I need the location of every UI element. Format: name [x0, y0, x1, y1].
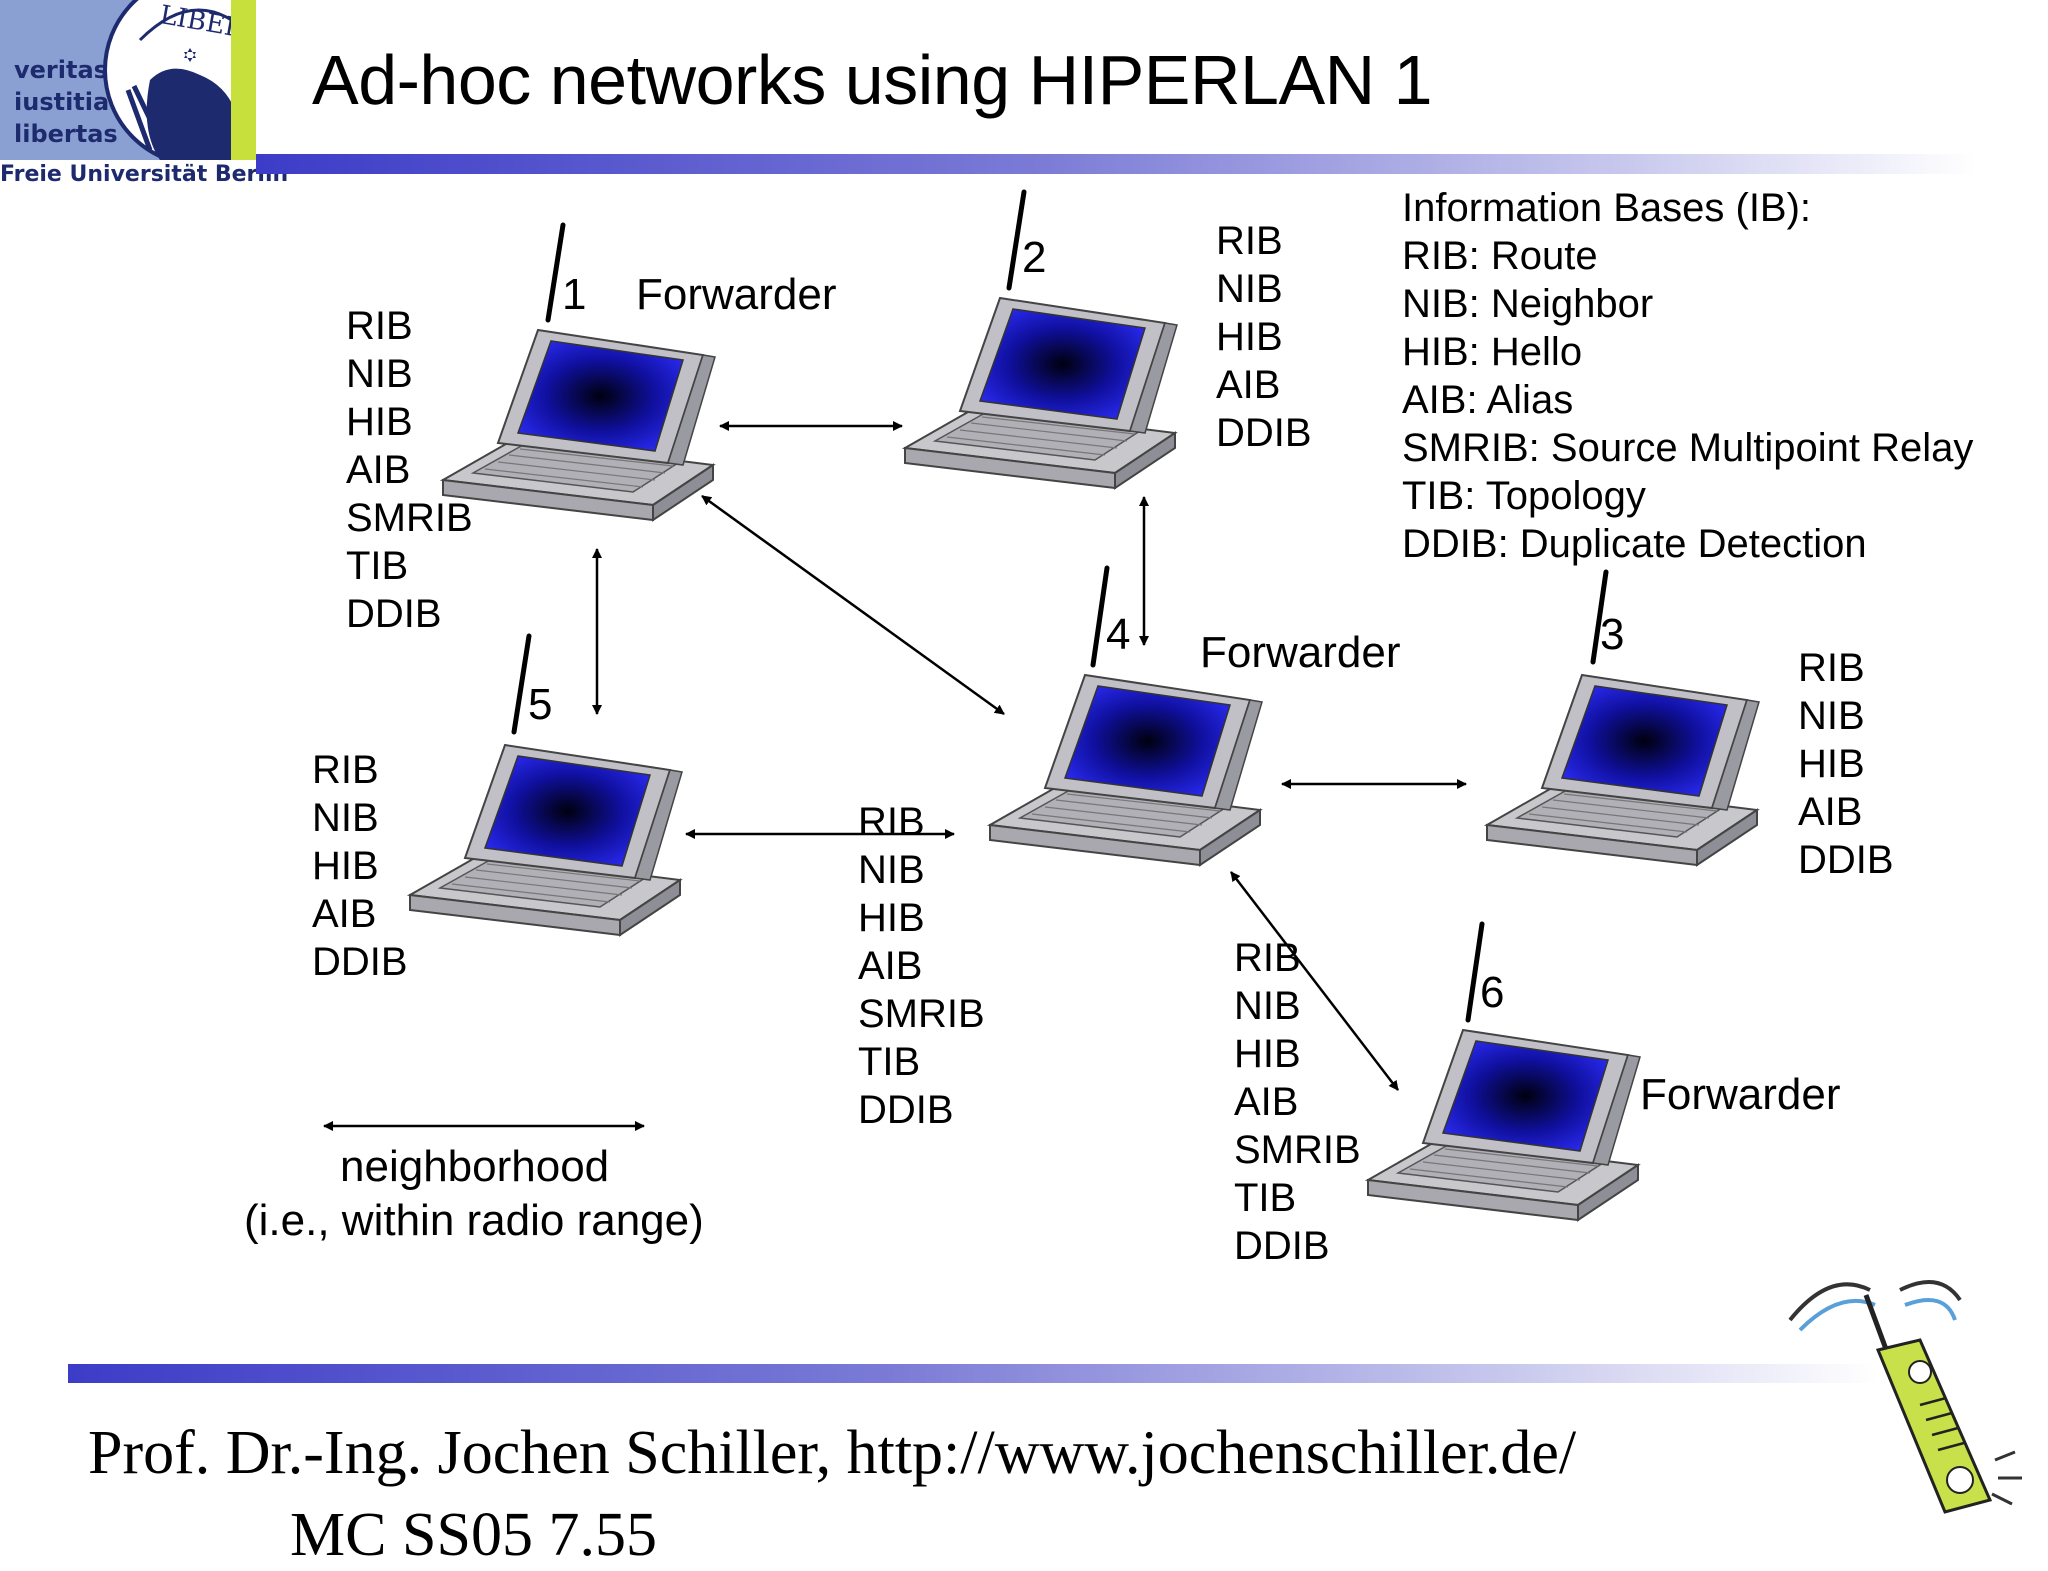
ib-item: DDIB	[1216, 411, 1312, 455]
legend-heading: Information Bases (IB):	[1402, 186, 1812, 230]
antennas	[511, 189, 1609, 1023]
motto-line: libertas	[14, 120, 118, 148]
legend-item: SMRIB: Source Multipoint Relay	[1402, 426, 1974, 470]
node-number-5: 5	[528, 680, 553, 729]
laptop-node-3	[1486, 674, 1760, 866]
footer-author: Prof. Dr.-Ing. Jochen Schiller, http://w…	[88, 1419, 1577, 1487]
motto-line: iustitia	[14, 88, 110, 116]
ib-item: NIB	[346, 352, 413, 396]
laptop-node-2	[904, 297, 1178, 489]
ib-item: RIB	[1798, 646, 1865, 690]
mobile-phone-icon	[1788, 1280, 2022, 1514]
link-1-4	[701, 494, 1005, 716]
ib-item: AIB	[858, 944, 923, 988]
ib-item: AIB	[1798, 790, 1863, 834]
legend-item: DDIB: Duplicate Detection	[1402, 522, 1867, 566]
ib-item: NIB	[858, 848, 925, 892]
ib-item: DDIB	[346, 592, 442, 636]
ib-item: RIB	[858, 800, 925, 844]
legend-item: AIB: Alias	[1402, 378, 1574, 422]
ib-list-node-4: RIB NIB HIB AIB SMRIB TIB DDIB	[858, 798, 985, 1134]
slide-title: Ad-hoc networks using HIPERLAN 1	[312, 41, 1433, 119]
ib-item: HIB	[858, 896, 925, 940]
node-number-2: 2	[1022, 233, 1047, 282]
ib-item: RIB	[1234, 936, 1301, 980]
ib-item: HIB	[346, 400, 413, 444]
ib-item: RIB	[1216, 219, 1283, 263]
ib-item: NIB	[1798, 694, 1865, 738]
ib-item: AIB	[312, 892, 377, 936]
ib-legend: Information Bases (IB): RIB: Route NIB: …	[1402, 184, 1973, 568]
ib-item: DDIB	[1234, 1224, 1330, 1268]
ib-item: RIB	[346, 304, 413, 348]
university-name: Freie Universität Berlin	[0, 162, 289, 187]
node-number-3: 3	[1600, 610, 1625, 659]
ib-item: NIB	[312, 796, 379, 840]
node-number-4: 4	[1106, 610, 1131, 659]
logo-motto: veritas iustitia libertas	[14, 54, 118, 150]
laptop-node-6	[1367, 1029, 1641, 1221]
seal-icon: LIBERTAS	[103, 0, 256, 160]
university-logo: LIBERTAS veritas iustitia libertas	[0, 0, 256, 160]
ib-item: SMRIB	[858, 992, 985, 1036]
ib-list-node-5: RIB NIB HIB AIB DDIB	[312, 746, 408, 986]
laptop-node-1	[442, 329, 716, 521]
ib-item: AIB	[1234, 1080, 1299, 1124]
ib-item: NIB	[1216, 267, 1283, 311]
ib-item: DDIB	[858, 1088, 954, 1132]
node-number-1: 1	[562, 270, 587, 319]
neighborhood-label: neighborhood	[340, 1142, 610, 1191]
ib-item: HIB	[312, 844, 379, 888]
legend-item: RIB: Route	[1402, 234, 1598, 278]
laptop-node-5	[409, 744, 683, 936]
forwarder-label-6: Forwarder	[1640, 1070, 1841, 1119]
ib-list-node-2: RIB NIB HIB AIB DDIB	[1216, 217, 1312, 457]
legend-item: HIB: Hello	[1402, 330, 1583, 374]
ib-item: TIB	[1234, 1176, 1297, 1220]
ib-item: HIB	[1216, 315, 1283, 359]
ib-item: HIB	[1234, 1032, 1301, 1076]
forwarder-label-4: Forwarder	[1200, 628, 1401, 677]
link-4-6	[1230, 871, 1399, 1091]
laptop-node-4	[989, 674, 1263, 866]
network-diagram	[323, 189, 2022, 1514]
ib-item: HIB	[1798, 742, 1865, 786]
ib-list-node-6: RIB NIB HIB AIB SMRIB TIB DDIB	[1234, 934, 1361, 1270]
motto-line: veritas	[14, 56, 108, 84]
header-bar	[256, 154, 1976, 174]
ib-list-node-1: RIB NIB HIB AIB SMRIB TIB DDIB	[346, 302, 473, 638]
legend-item: NIB: Neighbor	[1402, 282, 1654, 326]
node-number-6: 6	[1480, 968, 1505, 1017]
ib-item: AIB	[346, 448, 411, 492]
forwarder-label-1: Forwarder	[636, 270, 837, 319]
ib-item: TIB	[858, 1040, 921, 1084]
footer-bar	[68, 1364, 1878, 1383]
ib-item: SMRIB	[1234, 1128, 1361, 1172]
ib-item: SMRIB	[346, 496, 473, 540]
legend-item: TIB: Topology	[1402, 474, 1646, 518]
ib-item: TIB	[346, 544, 409, 588]
ib-item: NIB	[1234, 984, 1301, 1028]
ib-item: RIB	[312, 748, 379, 792]
ib-item: DDIB	[1798, 838, 1894, 882]
ib-item: DDIB	[312, 940, 408, 984]
neighborhood-caption: (i.e., within radio range)	[244, 1196, 704, 1245]
logo-accent-bar	[231, 0, 256, 160]
ib-list-node-3: RIB NIB HIB AIB DDIB	[1798, 644, 1894, 884]
ib-item: AIB	[1216, 363, 1281, 407]
